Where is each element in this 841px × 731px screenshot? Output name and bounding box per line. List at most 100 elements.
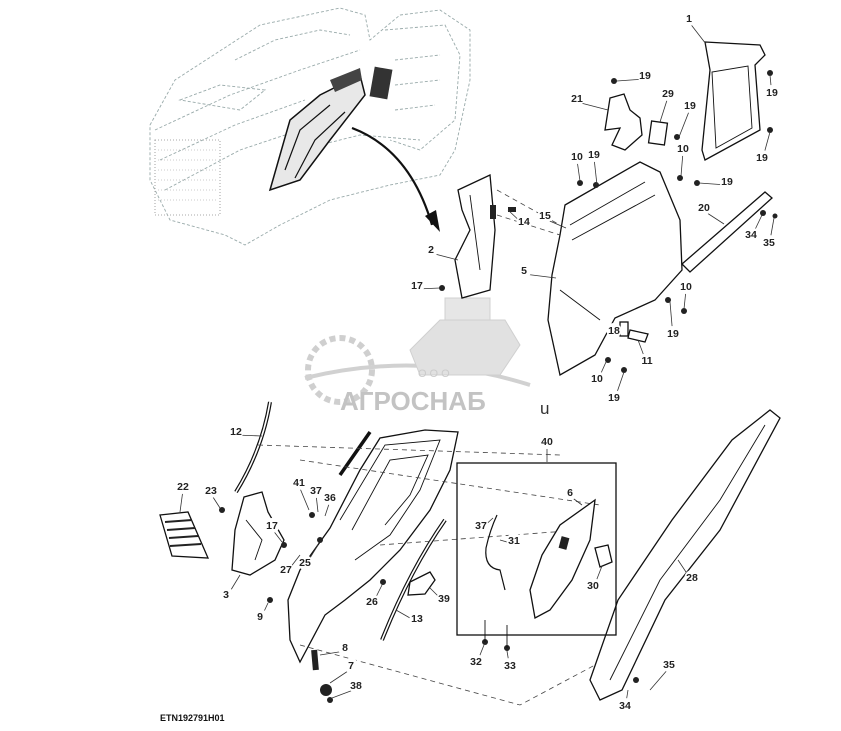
callout-37: 37 [310,485,322,497]
callout-35: 35 [763,237,775,249]
callout-badge-35 [661,657,677,672]
callout-badge-19 [637,68,653,83]
callout-badge-19 [586,147,602,162]
callout-18: 18 [608,325,620,337]
callout-badge-37 [308,483,324,498]
callout-badge-12 [228,424,244,439]
callout-badge-23 [203,483,219,498]
callout-badge-18 [606,323,622,338]
callout-15: 15 [539,210,551,222]
callout-badge-11 [639,353,655,368]
callout-badge-6 [562,485,578,500]
callout-20: 20 [698,202,710,214]
callout-badge-30 [585,578,601,593]
callout-badge-17 [409,278,425,293]
tractor-grille [154,139,221,216]
callout-34: 34 [619,700,631,712]
callout-badge-34 [743,227,759,242]
callout-38: 38 [350,680,362,692]
callout-25: 25 [299,557,311,569]
callout-badge-28 [684,570,700,585]
callout-leader-35 [649,667,670,691]
callout-5: 5 [521,265,527,277]
callout-badge-38 [348,678,364,693]
callout-9: 9 [257,611,263,623]
callout-19: 19 [608,392,620,404]
callout-badge-31 [506,533,522,548]
figure-reference: ETN192791H01 [160,713,225,723]
callout-26: 26 [366,596,378,608]
callout-badge-1 [681,11,697,26]
callout-badge-19 [665,326,681,341]
callout-22: 22 [177,481,189,493]
callout-badge-19 [606,390,622,405]
upper-right-panels [439,41,778,377]
callout-1: 1 [686,13,692,25]
callout-33: 33 [504,660,516,672]
callout-28: 28 [686,572,698,584]
callout-badge-32 [468,654,484,669]
callout-37: 37 [475,520,487,532]
callout-41: 41 [293,477,305,489]
callout-23: 23 [205,485,217,497]
watermark-company-name: АГРОСНАБ [340,386,486,416]
callout-29: 29 [662,88,674,100]
callout-badge-19 [719,174,735,189]
callout-badge-20 [696,200,712,215]
callout-30: 30 [587,580,599,592]
callout-19: 19 [588,149,600,161]
callout-19: 19 [639,70,651,82]
callout-3: 3 [223,589,229,601]
callout-badge-33 [502,658,518,673]
callout-19: 19 [684,100,696,112]
detail-box-40 [456,462,617,651]
callout-badge-26 [364,594,380,609]
callout-39: 39 [438,593,450,605]
callout-badge-8 [337,640,353,655]
callout-badge-39 [436,591,452,606]
callout-2: 2 [428,244,434,256]
callout-badge-2 [423,242,439,257]
callout-13: 13 [411,613,423,625]
callout-10: 10 [591,373,603,385]
callout-badge-34 [617,698,633,713]
callout-7: 7 [348,660,354,672]
tractor-overview [149,7,471,246]
callout-badge-25 [297,555,313,570]
callout-34: 34 [745,229,757,241]
callout-8: 8 [342,642,348,654]
callout-badge-10 [678,279,694,294]
callout-badge-10 [589,371,605,386]
callout-badge-7 [343,658,359,673]
callout-badge-10 [569,149,585,164]
lower-panels [159,401,781,706]
callout-35: 35 [663,659,675,671]
pointer-arrow [351,126,434,226]
callout-badge-40 [539,434,555,449]
callout-6: 6 [567,487,573,499]
callout-leader-1 [688,21,707,45]
callout-badge-41 [291,475,307,490]
callout-27: 27 [280,564,292,576]
callout-badge-19 [754,150,770,165]
callout-badge-17 [264,518,280,533]
callout-badge-35 [761,235,777,250]
callout-badge-5 [516,263,532,278]
callout-badge-36 [322,490,338,505]
callout-badge-37 [473,518,489,533]
callout-19: 19 [766,87,778,99]
callout-31: 31 [508,535,520,547]
callout-badge-19 [764,85,780,100]
callout-12: 12 [230,426,242,438]
callout-badge-27 [278,562,294,577]
callout-leader-19 [678,108,691,138]
callout-10: 10 [571,151,583,163]
callout-badge-21 [569,91,585,106]
callout-badge-19 [682,98,698,113]
callout-32: 32 [470,656,482,668]
callout-leader-10 [680,151,684,177]
callout-10: 10 [677,143,689,155]
callout-leader-29 [659,96,669,123]
